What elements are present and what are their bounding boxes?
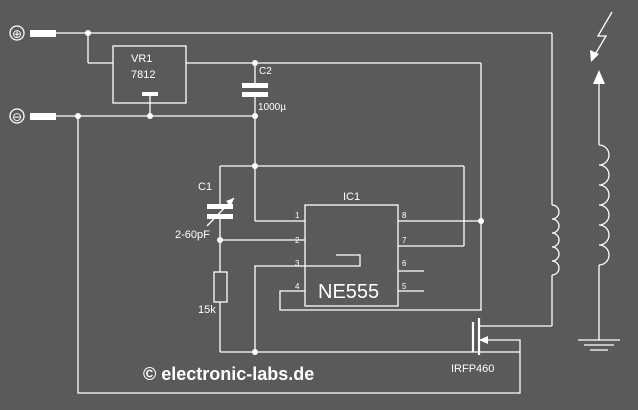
- capacitor-c2-value-label: 1000µ: [258, 102, 286, 113]
- ic-pin-5: 5: [402, 282, 407, 291]
- capacitor-c1-ref-label: C1: [198, 181, 212, 193]
- capacitor-c2: [242, 63, 268, 166]
- secondary-coil: [598, 82, 610, 340]
- wire-pin2-6-link: [305, 254, 361, 267]
- ic-pin-3: 3: [295, 259, 300, 268]
- regulator-ref-label: VR1: [131, 53, 152, 65]
- resistor-15k: [213, 271, 520, 353]
- resistor-value-label: 15k: [198, 304, 216, 316]
- wire-pin4: [279, 63, 482, 311]
- wire-ground-return: [77, 116, 521, 394]
- ic-pin-7: 7: [402, 236, 407, 245]
- mosfet-part-label: IRFP460: [451, 363, 494, 375]
- ic-pin-4: 4: [295, 282, 300, 291]
- antenna-arrow-icon: [593, 70, 605, 84]
- regulator-vr1: [87, 33, 481, 116]
- wire-pin3: [254, 265, 305, 352]
- negative-symbol: ⊖: [12, 110, 22, 124]
- ic-ne555: [304, 204, 399, 307]
- ground-symbol-icon: [578, 339, 620, 351]
- positive-symbol: ⊕: [12, 27, 22, 41]
- capacitor-c2-ref-label: C2: [259, 66, 272, 77]
- negative-terminal: [9, 108, 255, 124]
- capacitor-c1-value-label: 2-60pF: [175, 229, 210, 241]
- ic-ref-label: IC1: [343, 191, 360, 203]
- primary-coil: [485, 33, 560, 327]
- regulator-value-label: 7812: [131, 69, 155, 81]
- ic-pin-6: 6: [402, 259, 407, 268]
- ic-pin-2: 2: [295, 236, 300, 245]
- credit-text: © electronic-labs.de: [143, 364, 314, 384]
- ic-part-label: NE555: [318, 281, 379, 303]
- ic-pin-1: 1: [295, 211, 300, 220]
- capacitor-c1: [206, 166, 235, 272]
- ic-pin-8: 8: [402, 211, 407, 220]
- positive-terminal: [9, 25, 552, 41]
- lightning-bolt-icon: [590, 11, 613, 62]
- mosfet-irfp460: [471, 318, 488, 355]
